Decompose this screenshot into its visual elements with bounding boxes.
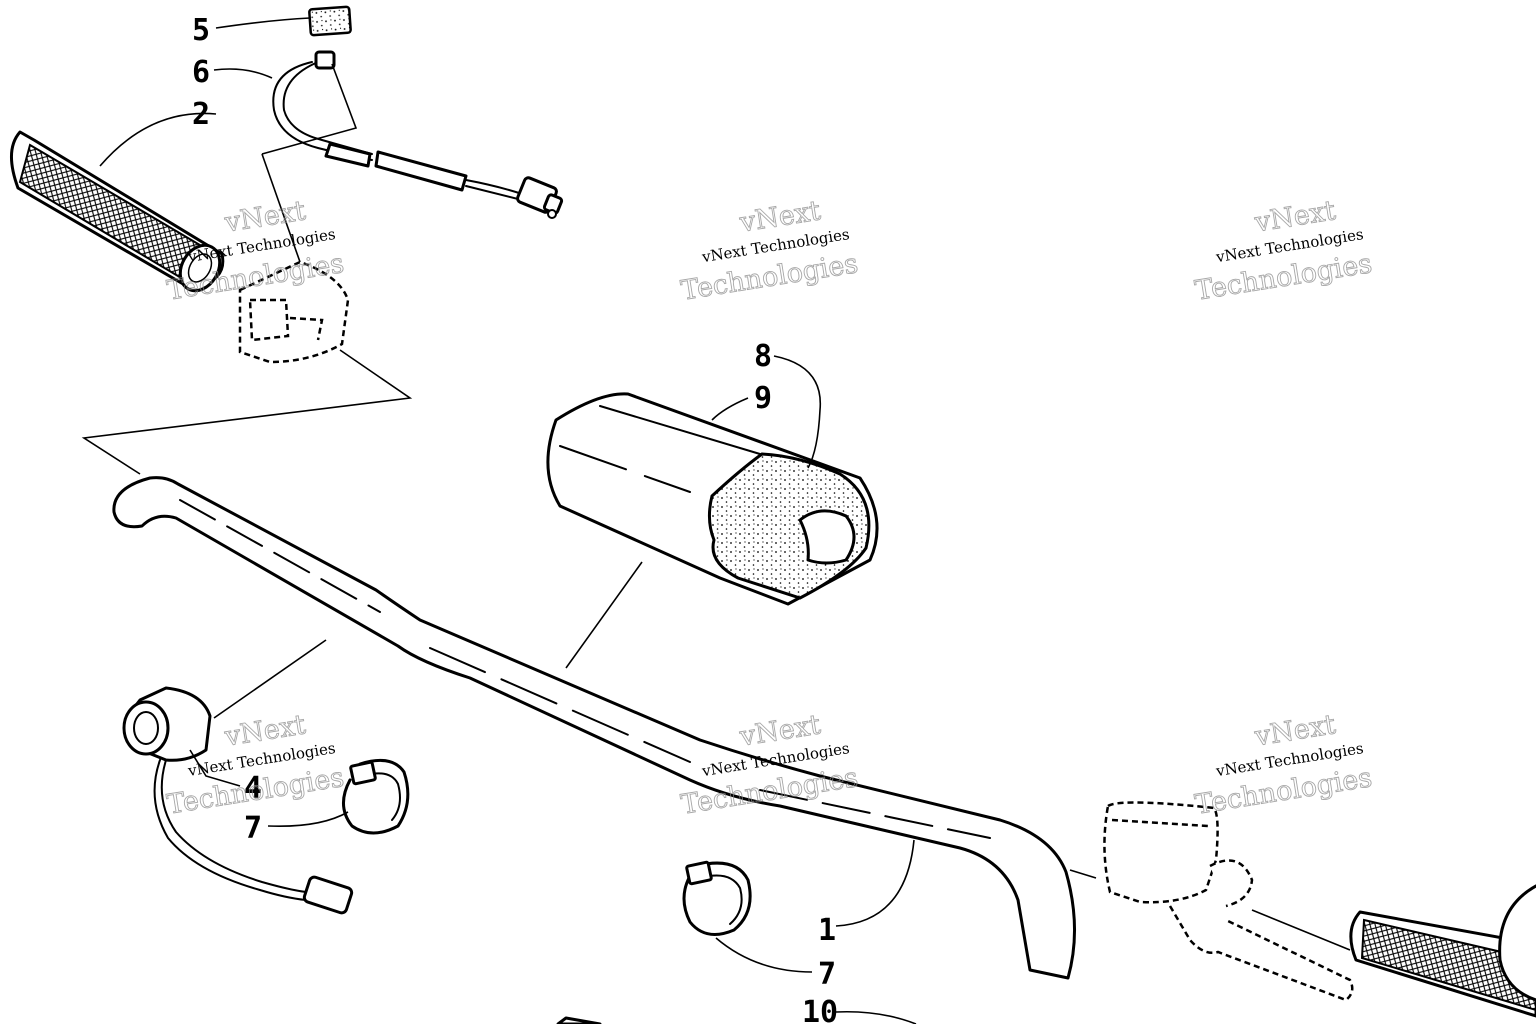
callout-10: 10 — [802, 995, 838, 1024]
callout-1: 1 — [818, 913, 836, 948]
callout-6: 6 — [192, 55, 210, 90]
leader-6 — [213, 68, 273, 79]
leader-8 — [773, 355, 822, 469]
callout-7-upper: 7 — [244, 811, 262, 846]
watermark-bottom-right: vNext vNext Technologies Technologies — [1192, 709, 1374, 821]
callout-8: 8 — [754, 339, 772, 374]
callout-4: 4 — [244, 771, 262, 806]
switch-assembly — [122, 639, 354, 915]
leader-1 — [835, 839, 915, 927]
callout-9: 9 — [754, 381, 772, 416]
clamp-upper — [267, 758, 410, 835]
watermark-top-center: vNext vNext Technologies Technologies — [678, 195, 860, 307]
handlebar — [112, 476, 1077, 980]
watermark-top-right: vNext vNext Technologies Technologies — [1192, 195, 1374, 307]
heater-wire-harness — [261, 50, 564, 219]
left-grip — [10, 130, 225, 293]
clamp-lower — [682, 860, 813, 973]
leader-9 — [711, 397, 749, 421]
explode-line-left — [81, 349, 413, 475]
leader-5 — [215, 17, 311, 29]
brake-master-cylinder — [1069, 801, 1354, 1002]
bar-pad — [546, 392, 879, 669]
heater-element-pad — [308, 5, 352, 37]
right-grip — [1349, 884, 1536, 1018]
callout-2: 2 — [192, 97, 210, 132]
part-10-edge — [556, 1010, 917, 1024]
callout-7-lower: 7 — [818, 957, 836, 992]
leader-2 — [99, 112, 217, 167]
callout-5: 5 — [192, 13, 210, 48]
throttle-block-hidden — [238, 153, 350, 364]
